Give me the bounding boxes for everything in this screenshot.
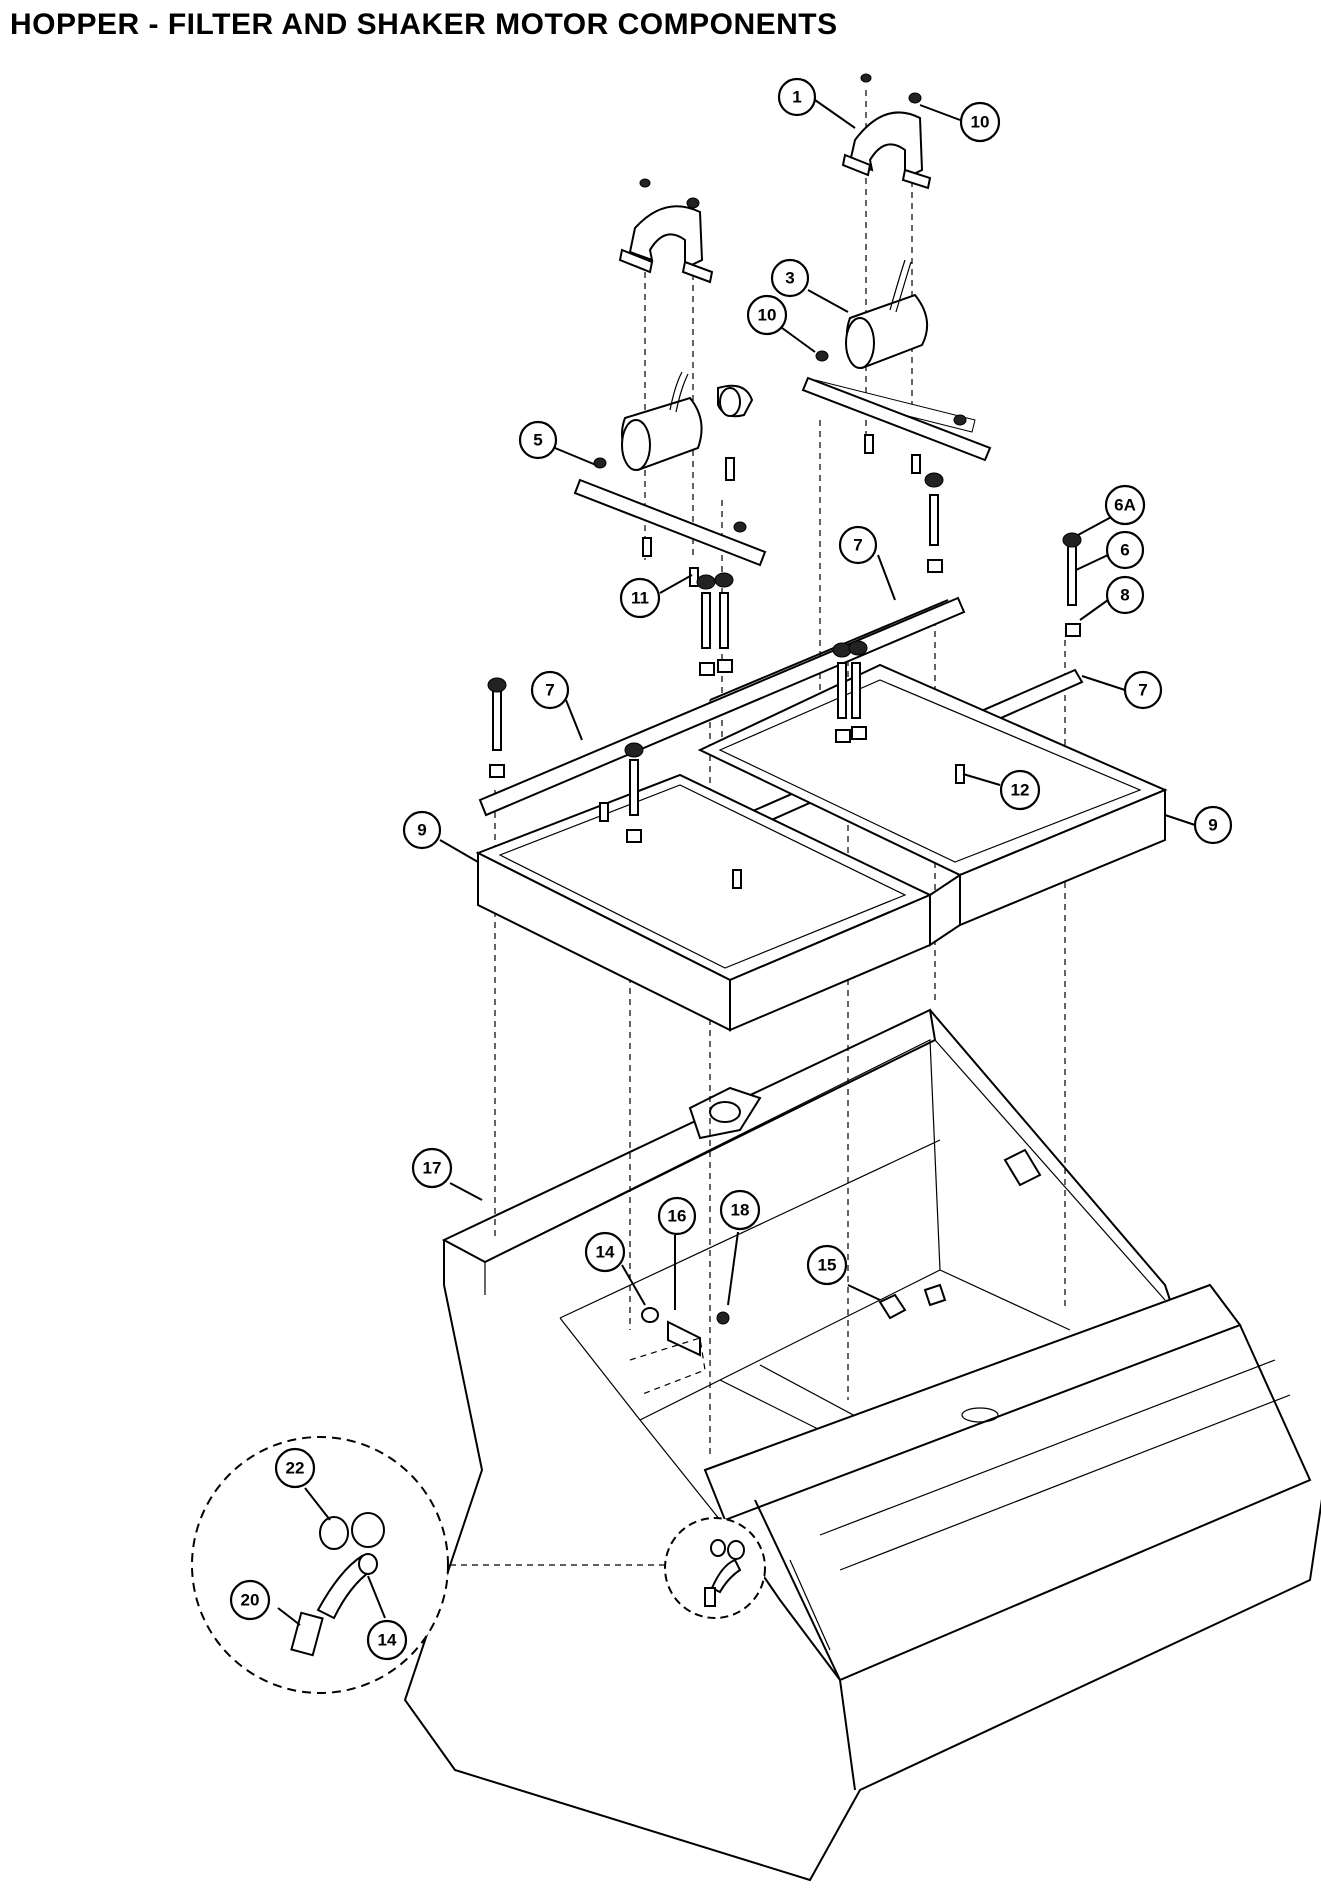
svg-text:9: 9 [417, 821, 426, 840]
svg-text:16: 16 [668, 1207, 687, 1226]
svg-text:7: 7 [1138, 681, 1147, 700]
svg-text:14: 14 [596, 1243, 615, 1262]
hopper-body [403, 1008, 1321, 1882]
detail-view-small [664, 1517, 766, 1619]
callout-item-15: 15 [806, 1244, 848, 1286]
callout-item-14-detail: 14 [366, 1619, 408, 1661]
svg-text:7: 7 [545, 681, 554, 700]
svg-text:12: 12 [1011, 781, 1030, 800]
svg-text:22: 22 [286, 1459, 305, 1478]
svg-text:8: 8 [1120, 586, 1129, 605]
svg-text:10: 10 [971, 113, 990, 132]
svg-text:5: 5 [533, 431, 542, 450]
svg-text:14: 14 [378, 1631, 397, 1650]
callout-item-7-left: 7 [530, 670, 570, 710]
callout-item-14: 14 [584, 1231, 626, 1273]
callout-item-10-mid: 10 [746, 294, 788, 336]
callout-leaders [277, 99, 1196, 1626]
svg-text:9: 9 [1208, 816, 1217, 835]
callout-item-8: 8 [1105, 575, 1145, 615]
callout-item-12: 12 [999, 769, 1041, 811]
callout-item-11: 11 [619, 577, 661, 619]
motor-cover-right [841, 111, 932, 190]
svg-text:17: 17 [423, 1159, 442, 1178]
svg-text:3: 3 [785, 269, 794, 288]
callout-item-22: 22 [274, 1447, 316, 1489]
shaker-motor-right [811, 259, 976, 433]
interior-hardware [629, 1283, 947, 1396]
svg-text:1: 1 [792, 88, 801, 107]
mounting-plate-left [573, 478, 767, 567]
filter-left [475, 773, 933, 1032]
callout-item-1: 1 [777, 77, 817, 117]
mounting-plate-right [801, 376, 992, 462]
svg-text:6: 6 [1120, 541, 1129, 560]
svg-text:7: 7 [853, 536, 862, 555]
svg-text:18: 18 [731, 1201, 750, 1220]
callout-item-7-top: 7 [838, 525, 878, 565]
hardware [487, 73, 1082, 889]
callout-item-17: 17 [411, 1147, 453, 1189]
callout-item-6: 6 [1105, 530, 1145, 570]
page-title: HOPPER - FILTER AND SHAKER MOTOR COMPONE… [10, 8, 838, 41]
svg-text:15: 15 [818, 1256, 837, 1275]
callout-item-9-left: 9 [402, 810, 442, 850]
callout-item-16: 16 [657, 1196, 697, 1236]
filter-right [697, 663, 1168, 947]
svg-text:20: 20 [241, 1591, 260, 1610]
svg-text:10: 10 [758, 306, 777, 325]
callout-item-5: 5 [518, 420, 558, 460]
callout-item-3: 3 [770, 258, 810, 298]
callout-item-18: 18 [719, 1189, 761, 1231]
callout-item-6a: 6A [1104, 484, 1146, 526]
svg-text:6A: 6A [1114, 496, 1136, 515]
callout-item-20: 20 [229, 1579, 271, 1621]
shaker-motor-left [621, 371, 754, 472]
detail-view-large [191, 1436, 665, 1694]
callout-item-10-top: 10 [959, 101, 1001, 143]
svg-text:11: 11 [631, 589, 649, 608]
callout-item-9-right: 9 [1193, 805, 1233, 845]
motor-cover-left [618, 205, 714, 284]
callout-item-7-right: 7 [1123, 670, 1163, 710]
